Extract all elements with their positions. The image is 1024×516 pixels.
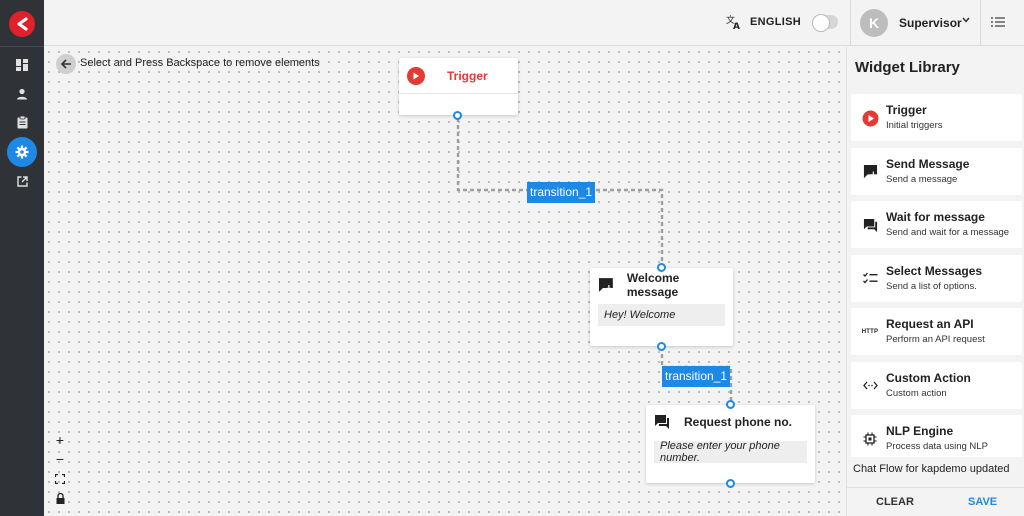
widget-send-message[interactable]: Send Message Send a message [851,147,1022,195]
widget-custom-action[interactable]: Custom Action Custom action [851,361,1022,409]
lock-icon[interactable] [53,491,67,505]
back-arrow-icon[interactable] [56,54,76,74]
clear-button[interactable]: CLEAR [876,496,914,508]
widget-name: Select Messages [886,263,983,278]
language-label: ENGLISH [750,16,801,28]
save-button[interactable]: SAVE [968,496,998,508]
dashboard-icon[interactable] [7,50,37,80]
wait-message-icon [861,216,879,234]
zoom-out-button[interactable]: − [55,451,65,467]
widget-nlp-engine[interactable]: NLP Engine Process data using NLP [851,415,1022,462]
chip-icon [861,430,879,448]
canvas-hint: Select and Press Backspace to remove ele… [80,57,320,69]
transition-label[interactable]: transition_1 [527,182,596,203]
settings-gear-icon[interactable] [7,137,37,167]
user-icon[interactable] [7,79,37,109]
app-logo[interactable] [9,11,35,37]
sidebar-divider [0,46,44,47]
flow-connections [456,118,733,404]
theme-toggle[interactable] [812,14,838,32]
trigger-icon [861,109,879,127]
panel-actions: CLEAR SAVE [847,487,1024,516]
widget-desc: Initial triggers [886,120,943,131]
widget-name: NLP Engine [886,424,954,438]
widget-desc: Custom action [886,387,947,399]
divider [850,0,851,46]
user-name[interactable]: Supervisor [899,16,962,30]
http-icon-text: HTTP [861,329,879,335]
widget-desc: Perform an API request [886,334,985,345]
panel-title: Widget Library [855,59,960,76]
widget-desc: Send and wait for a message [886,227,1010,238]
play-icon [407,66,425,85]
http-icon: HTTP [861,323,879,341]
widget-name: Wait for message [886,210,985,224]
fit-view-icon[interactable] [53,472,67,486]
input-port[interactable] [726,400,735,409]
node-title: Trigger [447,68,488,83]
widget-trigger[interactable]: Trigger Initial triggers [851,94,1022,141]
output-port[interactable] [657,342,666,351]
svg-text:A: A [733,22,740,30]
output-port[interactable] [726,479,735,488]
node-message-text: Please enter your phone number. [654,440,807,464]
svg-text:文: 文 [726,14,735,26]
code-icon [861,377,879,395]
request-phone-node[interactable]: Request phone no. Please enter your phon… [646,405,815,483]
translate-icon: 文A [726,14,740,30]
status-toast: Chat Flow for kapdemo updated [847,457,1024,485]
trigger-node[interactable]: Trigger [399,58,518,115]
input-port[interactable] [657,263,666,272]
divider [980,0,981,46]
widget-wait-for-message[interactable]: Wait for message Send and wait for a mes… [851,201,1022,248]
message-icon [598,278,613,292]
widget-list: Trigger Initial triggers Send Message Se… [851,94,1022,504]
transition-label[interactable]: transition_1 [662,366,731,387]
widget-name: Send Message [886,156,970,171]
list-menu-icon[interactable] [990,14,1006,30]
chat-icon [655,415,669,429]
node-title: Request phone no. [684,415,792,429]
widget-name: Trigger [886,103,927,117]
widget-desc: Send a list of options. [886,280,977,292]
avatar[interactable]: K [860,9,888,37]
left-sidebar [0,0,44,516]
widget-desc: Send a message [886,173,958,185]
zoom-in-button[interactable]: + [55,432,65,448]
clipboard-icon[interactable] [7,107,37,137]
widget-request-api[interactable]: HTTP Request an API Perform an API reque… [851,308,1022,355]
flow-canvas[interactable]: Select and Press Backspace to remove ele… [44,47,846,516]
external-link-icon[interactable] [7,166,37,196]
widget-library-panel: Widget Library Trigger Initial triggers … [846,47,1024,516]
widget-select-messages[interactable]: Select Messages Send a list of options. [851,254,1022,302]
widget-desc: Process data using NLP [886,441,988,452]
node-message-text: Hey! Welcome [598,304,725,326]
widget-name: Request an API [886,317,974,331]
send-message-icon [861,163,879,181]
welcome-message-node[interactable]: Welcome message Hey! Welcome [590,268,733,346]
output-port[interactable] [453,111,462,120]
checklist-icon [861,270,879,288]
node-title: Welcome message [626,271,680,299]
chevron-down-icon[interactable] [962,17,970,23]
widget-name: Custom Action [886,370,971,385]
